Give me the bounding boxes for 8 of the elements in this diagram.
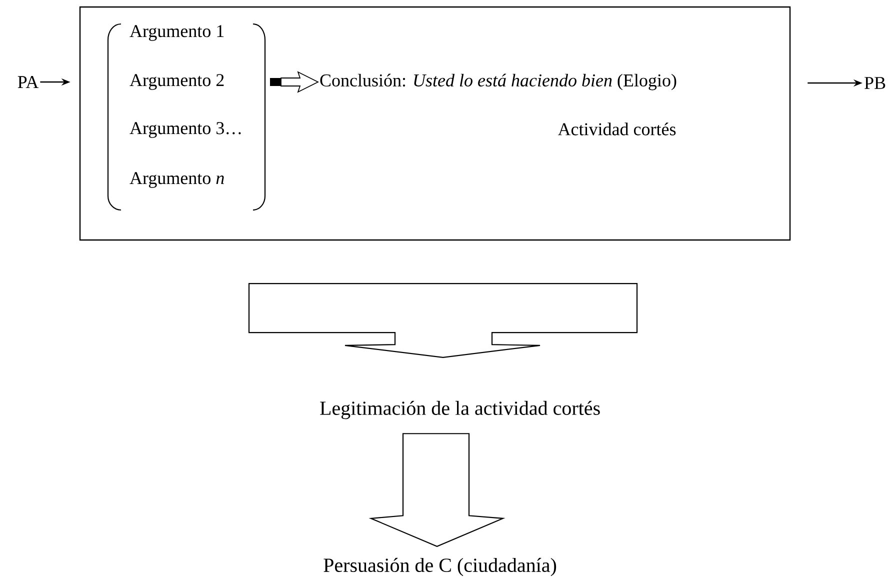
block-arrow (248, 283, 638, 358)
block-arrow (270, 71, 320, 93)
bracketed-list: Argumento 1 Argumento 2 Argumento 3… Argumento n (107, 23, 266, 211)
conclusion-text: Conclusión: Usted lo está haciendo bien (Elogio) (320, 74, 676, 90)
bare-label: PB (864, 77, 886, 89)
result-text: Legitimación de la actividad cortés (320, 400, 600, 420)
result-text: Persuasión de C (ciudadanía) (324, 558, 556, 576)
bare-label: PA (18, 76, 39, 88)
